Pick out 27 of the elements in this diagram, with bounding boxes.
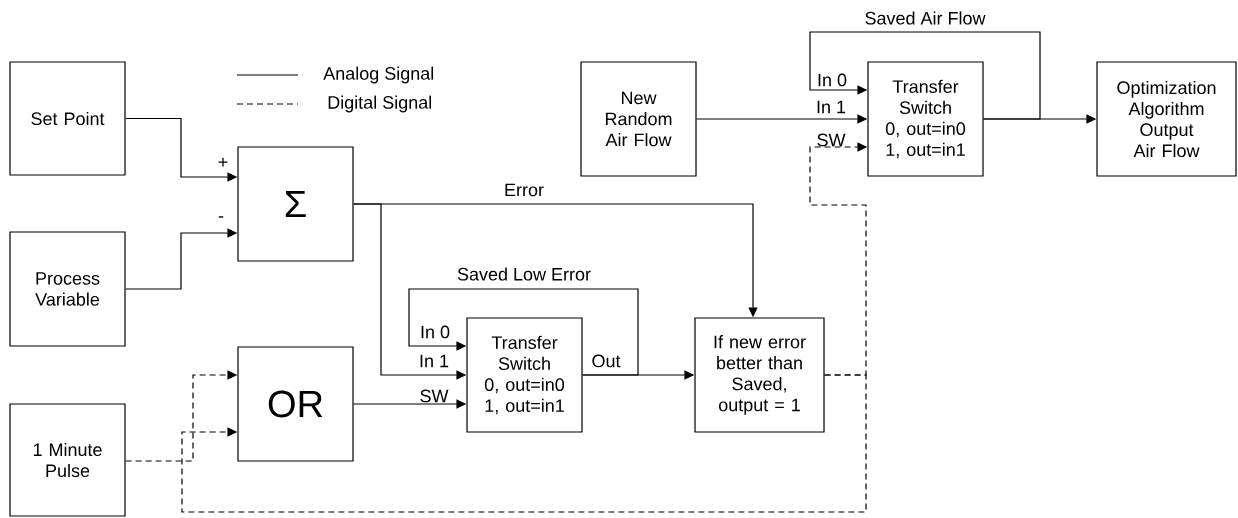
- arrow: [181, 374, 867, 513]
- legend-text: Digital Signal: [328, 95, 431, 113]
- arrow: [809, 31, 1041, 120]
- edge-label: Saved Low Error: [457, 267, 591, 281]
- pin-label: In 1: [817, 100, 846, 114]
- pin-label: In 0: [421, 325, 450, 339]
- block-box: OR: [237, 346, 354, 462]
- pin-label: Out: [592, 354, 621, 368]
- block-box: New Random Air Flow: [580, 61, 697, 177]
- edge-label: Saved Air Flow: [865, 11, 986, 25]
- arrow: [408, 288, 639, 376]
- pin-label: +: [218, 157, 228, 167]
- block-box: If new error better than Saved, output = 1: [694, 317, 825, 433]
- legend-text: Analog Signal: [323, 66, 434, 84]
- pin-label: -: [218, 216, 224, 218]
- pin-label: In 1: [420, 354, 449, 368]
- block-box: Transfer Switch 0, out=in0 1, out=in1: [867, 61, 984, 177]
- block-box: Transfer Switch 0, out=in0 1, out=in1: [466, 317, 583, 433]
- block-box: Σ: [237, 146, 354, 262]
- block-box: Set Point: [9, 61, 126, 176]
- block-box: Optimization Algorithm Output Air Flow: [1096, 61, 1237, 177]
- edge-label: Error: [505, 183, 544, 197]
- block-box: Process Variable: [9, 231, 126, 347]
- block-box: 1 Minute Pulse: [9, 403, 126, 517]
- pin-label: SW: [420, 389, 449, 403]
- pin-label: In 0: [818, 73, 847, 87]
- pin-label: SW: [817, 133, 846, 147]
